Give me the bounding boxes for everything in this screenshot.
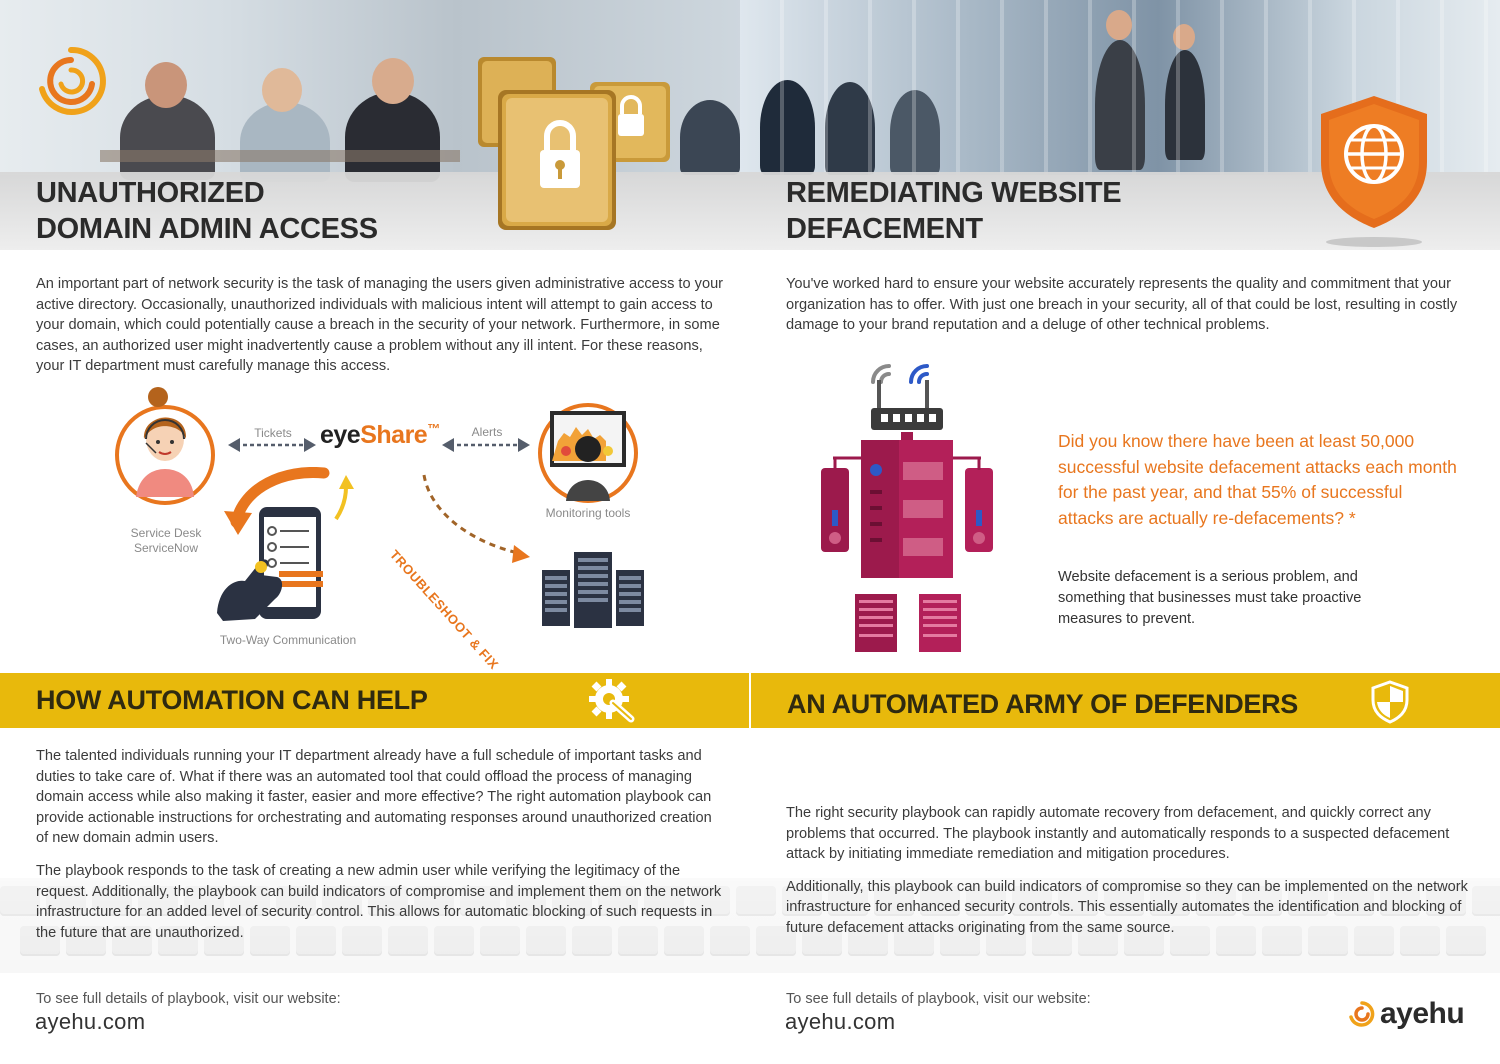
- monitor-icon: [538, 403, 638, 503]
- automation-title: HOW AUTOMATION CAN HELP: [36, 685, 428, 715]
- ayehu-logo-text: ayehu: [1380, 997, 1465, 1030]
- smartphone-icon: [217, 507, 323, 621]
- automation-para-1: The talented individuals running your IT…: [36, 748, 712, 847]
- automation-para-2: The playbook responds to the task of cre…: [36, 862, 722, 941]
- footer-right-link[interactable]: ayehu.com: [785, 1009, 896, 1034]
- unauthorized-title: UNAUTHORIZED DOMAIN ADMIN ACCESS: [36, 177, 378, 245]
- office-photo-right: [680, 0, 1500, 175]
- defacement-body: You've worked hard to ensure your websit…: [786, 276, 1458, 334]
- curved-arrow-icon: [224, 467, 354, 535]
- ayehu-logo: ayehu: [1348, 996, 1465, 1032]
- army-banner: AN AUTOMATED ARMY OF DEFENDERS: [751, 673, 1500, 728]
- army-body: The right security playbook can rapidly …: [786, 803, 1476, 951]
- army-para-2: Additionally, this playbook can build in…: [786, 878, 1468, 936]
- army-title: AN AUTOMATED ARMY OF DEFENDERS: [787, 689, 1299, 719]
- automation-banner: HOW AUTOMATION CAN HELP: [0, 673, 749, 728]
- router-robot-icon: [821, 364, 993, 652]
- title-band: [0, 172, 1500, 250]
- footer-left-caption: To see full details of playbook, visit o…: [36, 991, 341, 1007]
- gear-wrench-icon: [589, 679, 635, 723]
- service-desk-label: Service Desk ServiceNow: [130, 526, 202, 555]
- two-way-label: Two-Way Communication: [219, 633, 357, 647]
- defacement-title: REMEDIATING WEBSITE DEFACEMENT: [786, 177, 1122, 245]
- alerts-label: Alerts: [471, 425, 503, 439]
- shield-icon: [1371, 680, 1409, 724]
- keyboard-background: [0, 878, 1500, 973]
- tickets-label: Tickets: [254, 426, 292, 440]
- tickets-arrow-icon: [228, 438, 316, 452]
- monitoring-label: Monitoring tools: [545, 506, 631, 520]
- defacement-note: Website defacement is a serious problem,…: [1058, 569, 1362, 627]
- army-para-1: The right security playbook can rapidly …: [786, 805, 1450, 863]
- eyeshare-diagram: Service Desk ServiceNow Tickets eyeShare…: [100, 385, 660, 672]
- lock-folder-icon: [478, 57, 670, 230]
- eyeshare-logo: eyeShare™: [320, 421, 440, 449]
- ayehu-swirl-logo-icon: [39, 46, 106, 115]
- server-icon: [542, 552, 644, 628]
- defacement-statistic: Did you know there have been at least 50…: [1058, 431, 1457, 528]
- unauthorized-body: An important part of network security is…: [36, 276, 724, 375]
- automation-body: The talented individuals running your IT…: [36, 746, 726, 955]
- support-agent-icon: [115, 387, 215, 505]
- footer-right-caption: To see full details of playbook, visit o…: [786, 991, 1091, 1007]
- alerts-arrow-icon: [442, 438, 530, 452]
- footer-left-link[interactable]: ayehu.com: [35, 1009, 146, 1034]
- ayehu-logo-swirl-icon: [1349, 1001, 1375, 1027]
- globe-shield-icon: [1321, 96, 1427, 247]
- troubleshoot-arrow-icon: [422, 474, 530, 563]
